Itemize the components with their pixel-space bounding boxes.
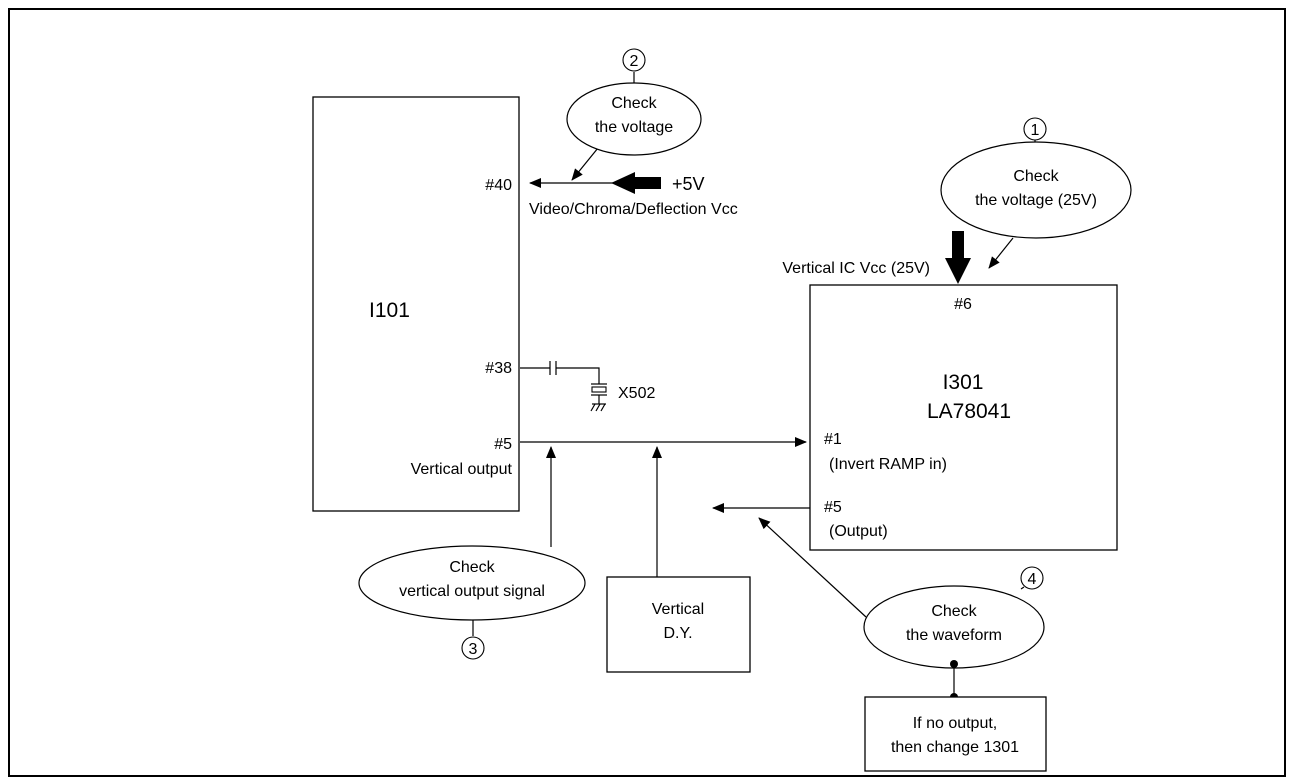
i301-pin5-label: #5: [824, 499, 842, 516]
supply-5v-label: Video/Chroma/Deflection Vcc: [529, 201, 738, 218]
ic-i101-name: I101: [369, 299, 410, 322]
i101-pin40-label: #40: [485, 177, 512, 194]
check4-number-tick: [1020, 586, 1025, 590]
check4-number-badge: [1020, 566, 1044, 590]
check4-arrow: [758, 517, 867, 618]
check4-line1: Check: [931, 603, 977, 620]
ground-icon: [590, 403, 606, 412]
ic-i301-name: I301: [943, 371, 984, 394]
ic-i301-box: [809, 284, 1118, 551]
check4-line2: the waveform: [906, 627, 1002, 644]
note-box: [864, 696, 1047, 772]
dy-line1: Vertical: [652, 601, 704, 618]
check2-line2: the voltage: [595, 119, 673, 136]
check3-bubble: [358, 545, 586, 621]
check2-number: 2: [630, 53, 639, 70]
note-line1: If no output,: [913, 715, 998, 732]
i301-pin5-desc: (Output): [829, 523, 888, 540]
note-line2: then change 1301: [891, 739, 1019, 756]
check1-number-badge: [1023, 117, 1047, 141]
check1-arrow: [988, 237, 1014, 269]
supply-25v-label: Vertical IC Vcc (25V): [782, 260, 930, 277]
check4-number: 4: [1028, 571, 1037, 588]
ic-i301-model: LA78041: [927, 400, 1011, 423]
check3-number-badge: [461, 636, 485, 660]
i101-pin38-label: #38: [485, 360, 512, 377]
crystal-label: X502: [618, 385, 655, 402]
check2-line1: Check: [611, 95, 657, 112]
crystal-icon: [591, 386, 607, 393]
dy-line2: D.Y.: [663, 625, 692, 642]
i301-pin6-label: #6: [954, 296, 972, 313]
i101-pin5-label: #5: [494, 436, 512, 453]
check1-number: 1: [1031, 122, 1040, 139]
check2-arrow: [571, 147, 599, 181]
ic-i101-box: [312, 96, 520, 512]
outer-frame: [8, 8, 1286, 777]
check1-line2: the voltage (25V): [975, 192, 1097, 209]
check3-line2: vertical output signal: [399, 583, 545, 600]
i301-pin1-desc: (Invert RAMP in): [829, 456, 947, 473]
check1-bubble: [940, 141, 1132, 239]
i101-vertical-output-label: Vertical output: [411, 461, 513, 478]
i301-pin1-label: #1: [824, 431, 842, 448]
supply-25v-arrow-icon: [945, 231, 971, 284]
supply-5v-value: +5V: [672, 174, 705, 194]
crystal-lead: [556, 367, 600, 384]
vertical-dy-box: [606, 576, 751, 673]
check2-number-badge: [622, 48, 646, 72]
check1-line1: Check: [1013, 168, 1059, 185]
check3-number: 3: [469, 641, 478, 658]
supply-5v-arrow-icon: [611, 172, 661, 194]
check3-line1: Check: [449, 559, 495, 576]
